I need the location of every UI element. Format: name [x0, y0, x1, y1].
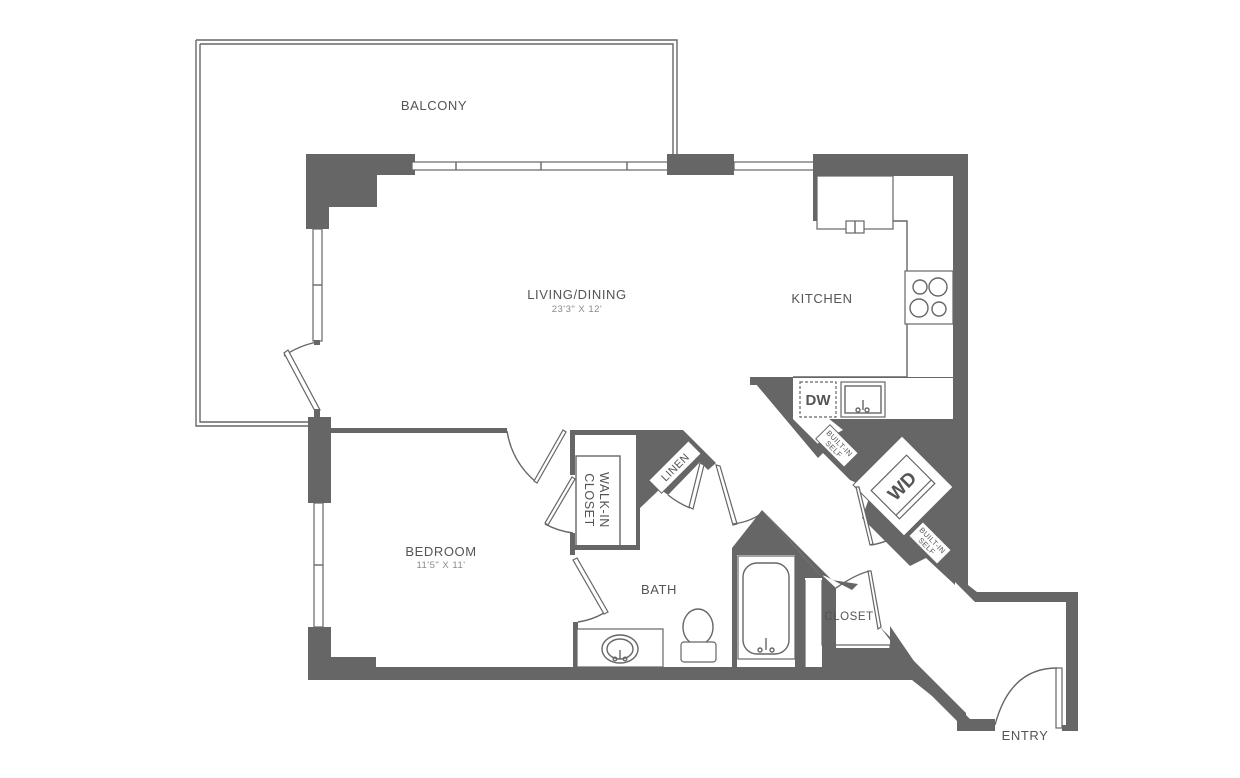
- label-balcony: BALCONY: [401, 98, 467, 113]
- wall-corner-top-left: [306, 154, 415, 229]
- label-living-dimensions: 23'3" X 12': [552, 304, 603, 315]
- label-living-dining: LIVING/DINING: [527, 287, 627, 302]
- label-closet: CLOSET: [824, 611, 874, 623]
- wall-living-bedroom: [331, 428, 507, 433]
- wall-pillar-top: [667, 154, 734, 175]
- closet-door: [835, 570, 882, 631]
- window-top-living: [411, 161, 669, 171]
- svg-text:CLOSET: CLOSET: [582, 473, 596, 527]
- window-left-living: [312, 228, 323, 345]
- stove: [904, 270, 954, 325]
- label-bedroom-dimensions: 11'5" X 11': [416, 560, 465, 571]
- svg-text:DW: DW: [806, 392, 832, 409]
- label-bedroom: BEDROOM: [405, 544, 476, 559]
- wall-walkin-closet: [565, 430, 640, 550]
- bathtub: [737, 555, 796, 660]
- wall-bath-left: [573, 622, 578, 672]
- toilet: [680, 608, 717, 663]
- bedroom-door: [506, 429, 567, 484]
- balcony-door: [283, 341, 321, 417]
- label-bath: BATH: [641, 582, 677, 597]
- label-entry: ENTRY: [1002, 728, 1049, 743]
- balcony-railing: [195, 39, 678, 427]
- walkin-closet-door: [544, 476, 576, 555]
- fridge: [816, 175, 894, 230]
- bath-door: [572, 557, 609, 623]
- label-walkin-closet: WALK-IN CLOSET: [582, 472, 611, 528]
- wd-door: [855, 486, 899, 546]
- entry-door: [994, 667, 1078, 731]
- wall-closet: [800, 575, 918, 667]
- wall-entry-diagonal: [880, 627, 966, 731]
- kitchen-sink: [840, 381, 886, 418]
- wall-bedroom-pillar: [308, 417, 331, 503]
- window-top-kitchen: [733, 161, 815, 171]
- bath-vanity: [576, 628, 664, 668]
- washer-dryer: WD: [852, 435, 954, 537]
- dishwasher: DW: [799, 381, 837, 418]
- wall-bottom: [308, 627, 995, 731]
- svg-text:WALK-IN: WALK-IN: [597, 472, 611, 528]
- label-kitchen: KITCHEN: [791, 291, 852, 306]
